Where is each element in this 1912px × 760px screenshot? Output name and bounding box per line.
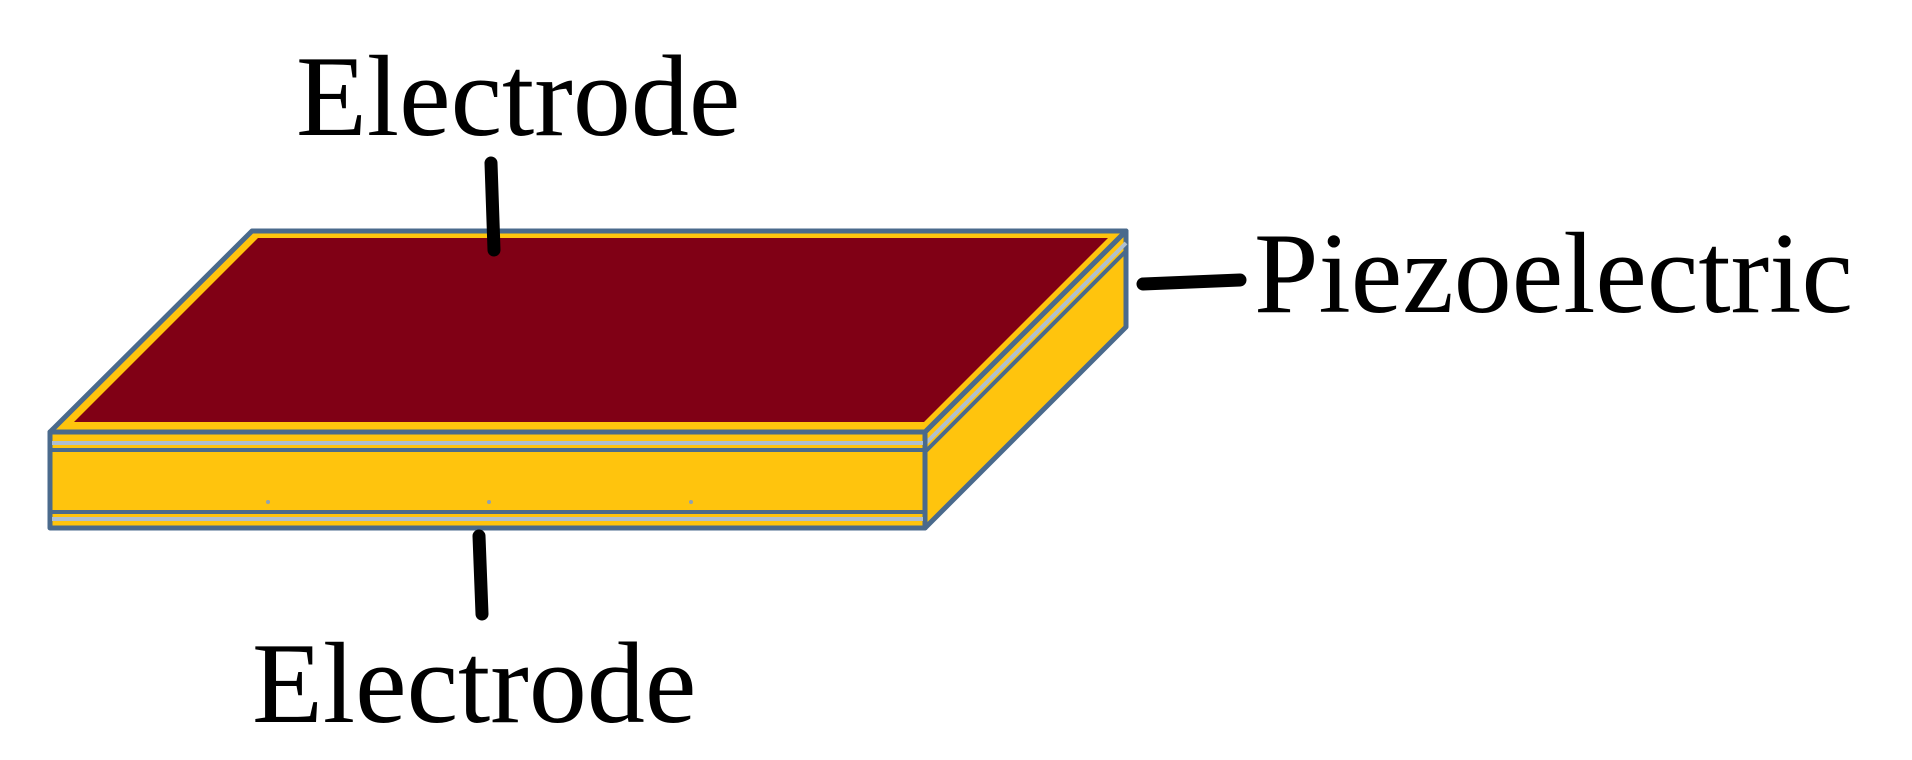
front-mark-3 <box>689 500 693 504</box>
label-bottom-electrode: Electrode <box>252 620 696 748</box>
right-face-top-layer-edge <box>923 249 1128 454</box>
leader-top-electrode <box>484 156 501 257</box>
leader-bottom-electrode <box>472 529 489 621</box>
label-top-electrode: Electrode <box>296 33 740 161</box>
front-mark-2 <box>487 500 491 504</box>
slab-front-face <box>47 429 928 531</box>
right-face-top-layer-line <box>923 241 1128 446</box>
leader-piezoelectric <box>1136 273 1247 291</box>
slab-top-face <box>47 228 1129 435</box>
front-mark-1 <box>266 500 270 504</box>
top-electrode <box>74 238 1108 422</box>
leader-lines <box>472 156 1247 621</box>
label-piezoelectric: Piezoelectric <box>1254 210 1853 338</box>
